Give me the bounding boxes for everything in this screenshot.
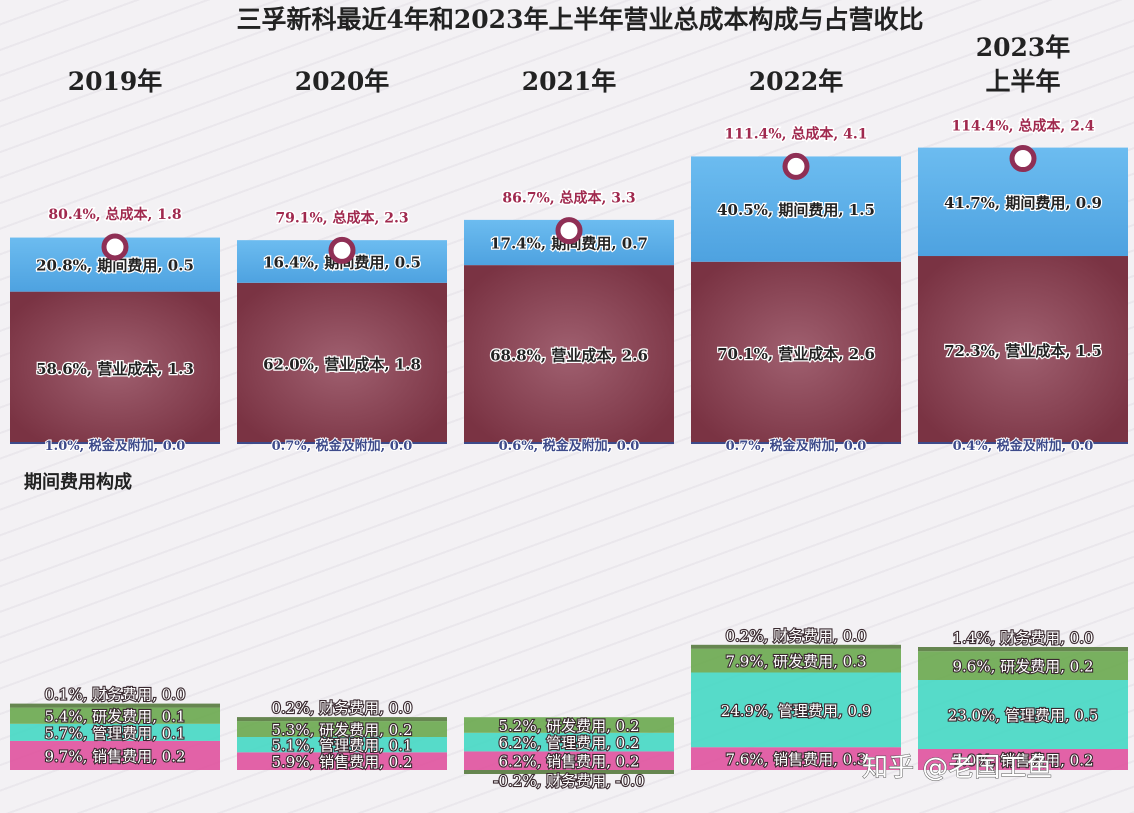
label-销售费用: 9.7%, 销售费用, 0.2 <box>44 747 185 765</box>
bar-研发费用 <box>237 721 447 737</box>
bar-operating-cost <box>691 261 901 444</box>
label-tax: 0.6%, 税金及附加, 0.0 <box>499 438 640 454</box>
bar-销售费用 <box>464 751 674 770</box>
label-period-expense: 40.5%, 期间费用, 1.5 <box>717 201 875 219</box>
watermark: 知乎 @老国工鱼 <box>862 753 1052 783</box>
label-operating-cost: 68.8%, 营业成本, 2.6 <box>490 347 648 365</box>
label-管理费用: 5.7%, 管理费用, 0.1 <box>44 724 185 742</box>
bar-销售费用 <box>237 752 447 770</box>
bar-tax <box>691 442 901 444</box>
label-管理费用: 5.1%, 管理费用, 0.1 <box>271 737 412 755</box>
bar-销售费用 <box>691 747 901 770</box>
label-研发费用: 5.2%, 研发费用, 0.2 <box>498 717 639 735</box>
bar-管理费用 <box>918 680 1128 749</box>
label-研发费用: 5.4%, 研发费用, 0.1 <box>44 708 185 726</box>
label-管理费用: 23.0%, 管理费用, 0.5 <box>948 707 1099 725</box>
label-tax: 0.7%, 税金及附加, 0.0 <box>272 438 413 454</box>
total-cost-marker <box>328 236 356 264</box>
bar-销售费用 <box>918 749 1128 770</box>
label-销售费用: 6.2%, 销售费用, 0.2 <box>498 753 639 771</box>
label-total-cost: 114.4%, 总成本, 2.4 <box>952 118 1095 135</box>
label-财务费用: 0.2%, 财务费用, 0.0 <box>271 699 412 717</box>
bar-研发费用 <box>10 707 220 724</box>
label-财务费用: 0.2%, 财务费用, 0.0 <box>725 627 866 645</box>
bar-tax <box>464 442 674 444</box>
bar-tax <box>10 442 220 444</box>
total-cost-marker <box>1009 145 1037 173</box>
label-period-expense: 41.7%, 期间费用, 0.9 <box>944 194 1102 212</box>
label-operating-cost: 62.0%, 营业成本, 1.8 <box>263 355 421 373</box>
label-管理费用: 6.2%, 管理费用, 0.2 <box>498 734 639 752</box>
label-研发费用: 5.3%, 研发费用, 0.2 <box>271 721 412 739</box>
year-label: 2022年 <box>749 67 844 96</box>
bar-管理费用 <box>237 737 447 753</box>
label-管理费用: 24.9%, 管理费用, 0.9 <box>721 702 872 720</box>
bar-operating-cost <box>918 256 1128 444</box>
total-cost-marker <box>782 152 810 180</box>
year-label: 上半年 <box>985 67 1060 96</box>
bar-研发费用 <box>691 648 901 673</box>
bar-研发费用 <box>918 651 1128 680</box>
label-operating-cost: 58.6%, 营业成本, 1.3 <box>36 360 194 378</box>
label-total-cost: 111.4%, 总成本, 4.1 <box>725 125 868 142</box>
bar-管理费用 <box>691 672 901 748</box>
bar-财务费用 <box>918 647 1128 652</box>
year-label: 2020年 <box>295 67 390 96</box>
label-研发费用: 7.9%, 研发费用, 0.3 <box>725 653 866 671</box>
label-tax: 0.4%, 税金及附加, 0.0 <box>953 438 1094 454</box>
label-财务费用: -0.2%, 财务费用, -0.0 <box>493 772 644 790</box>
chart-title: 三孚新科最近4年和2023年上半年营业总成本构成与占营收比 <box>237 5 924 34</box>
bar-operating-cost <box>237 282 447 444</box>
bar-管理费用 <box>464 732 674 752</box>
bar-tax <box>237 442 447 444</box>
bar-管理费用 <box>10 723 220 741</box>
label-tax: 0.7%, 税金及附加, 0.0 <box>726 438 867 454</box>
label-财务费用: 0.1%, 财务费用, 0.0 <box>44 686 185 704</box>
label-total-cost: 80.4%, 总成本, 1.8 <box>48 206 181 223</box>
year-label: 2019年 <box>68 67 163 96</box>
bar-operating-cost <box>10 291 220 444</box>
bar-财务费用 <box>464 770 674 774</box>
label-销售费用: 5.9%, 销售费用, 0.2 <box>271 753 412 771</box>
label-tax: 1.0%, 税金及附加, 0.0 <box>45 438 186 454</box>
label-total-cost: 79.1%, 总成本, 2.3 <box>275 209 408 226</box>
total-cost-marker <box>555 217 583 245</box>
label-period-expense: 20.8%, 期间费用, 0.5 <box>36 257 194 275</box>
year-label: 2021年 <box>522 67 617 96</box>
period-expense-subtitle: 期间费用构成 <box>24 471 132 493</box>
label-财务费用: 1.4%, 财务费用, 0.0 <box>952 629 1093 647</box>
label-研发费用: 9.6%, 研发费用, 0.2 <box>952 658 1093 676</box>
total-cost-marker <box>101 233 129 261</box>
label-销售费用: 7.6%, 销售费用, 0.3 <box>725 751 866 769</box>
bar-研发费用 <box>464 717 674 733</box>
bar-tax <box>918 442 1128 444</box>
bar-销售费用 <box>10 740 220 770</box>
label-total-cost: 86.7%, 总成本, 3.3 <box>502 190 635 207</box>
label-operating-cost: 72.3%, 营业成本, 1.5 <box>944 342 1102 360</box>
bar-财务费用 <box>691 644 901 649</box>
year-label: 2023年 <box>976 33 1071 62</box>
label-销售费用: 7.0%, 销售费用, 0.2 <box>952 752 1093 770</box>
bar-财务费用 <box>10 703 220 708</box>
bar-operating-cost <box>464 265 674 444</box>
label-operating-cost: 70.1%, 营业成本, 2.6 <box>717 345 875 363</box>
bar-财务费用 <box>237 717 447 722</box>
